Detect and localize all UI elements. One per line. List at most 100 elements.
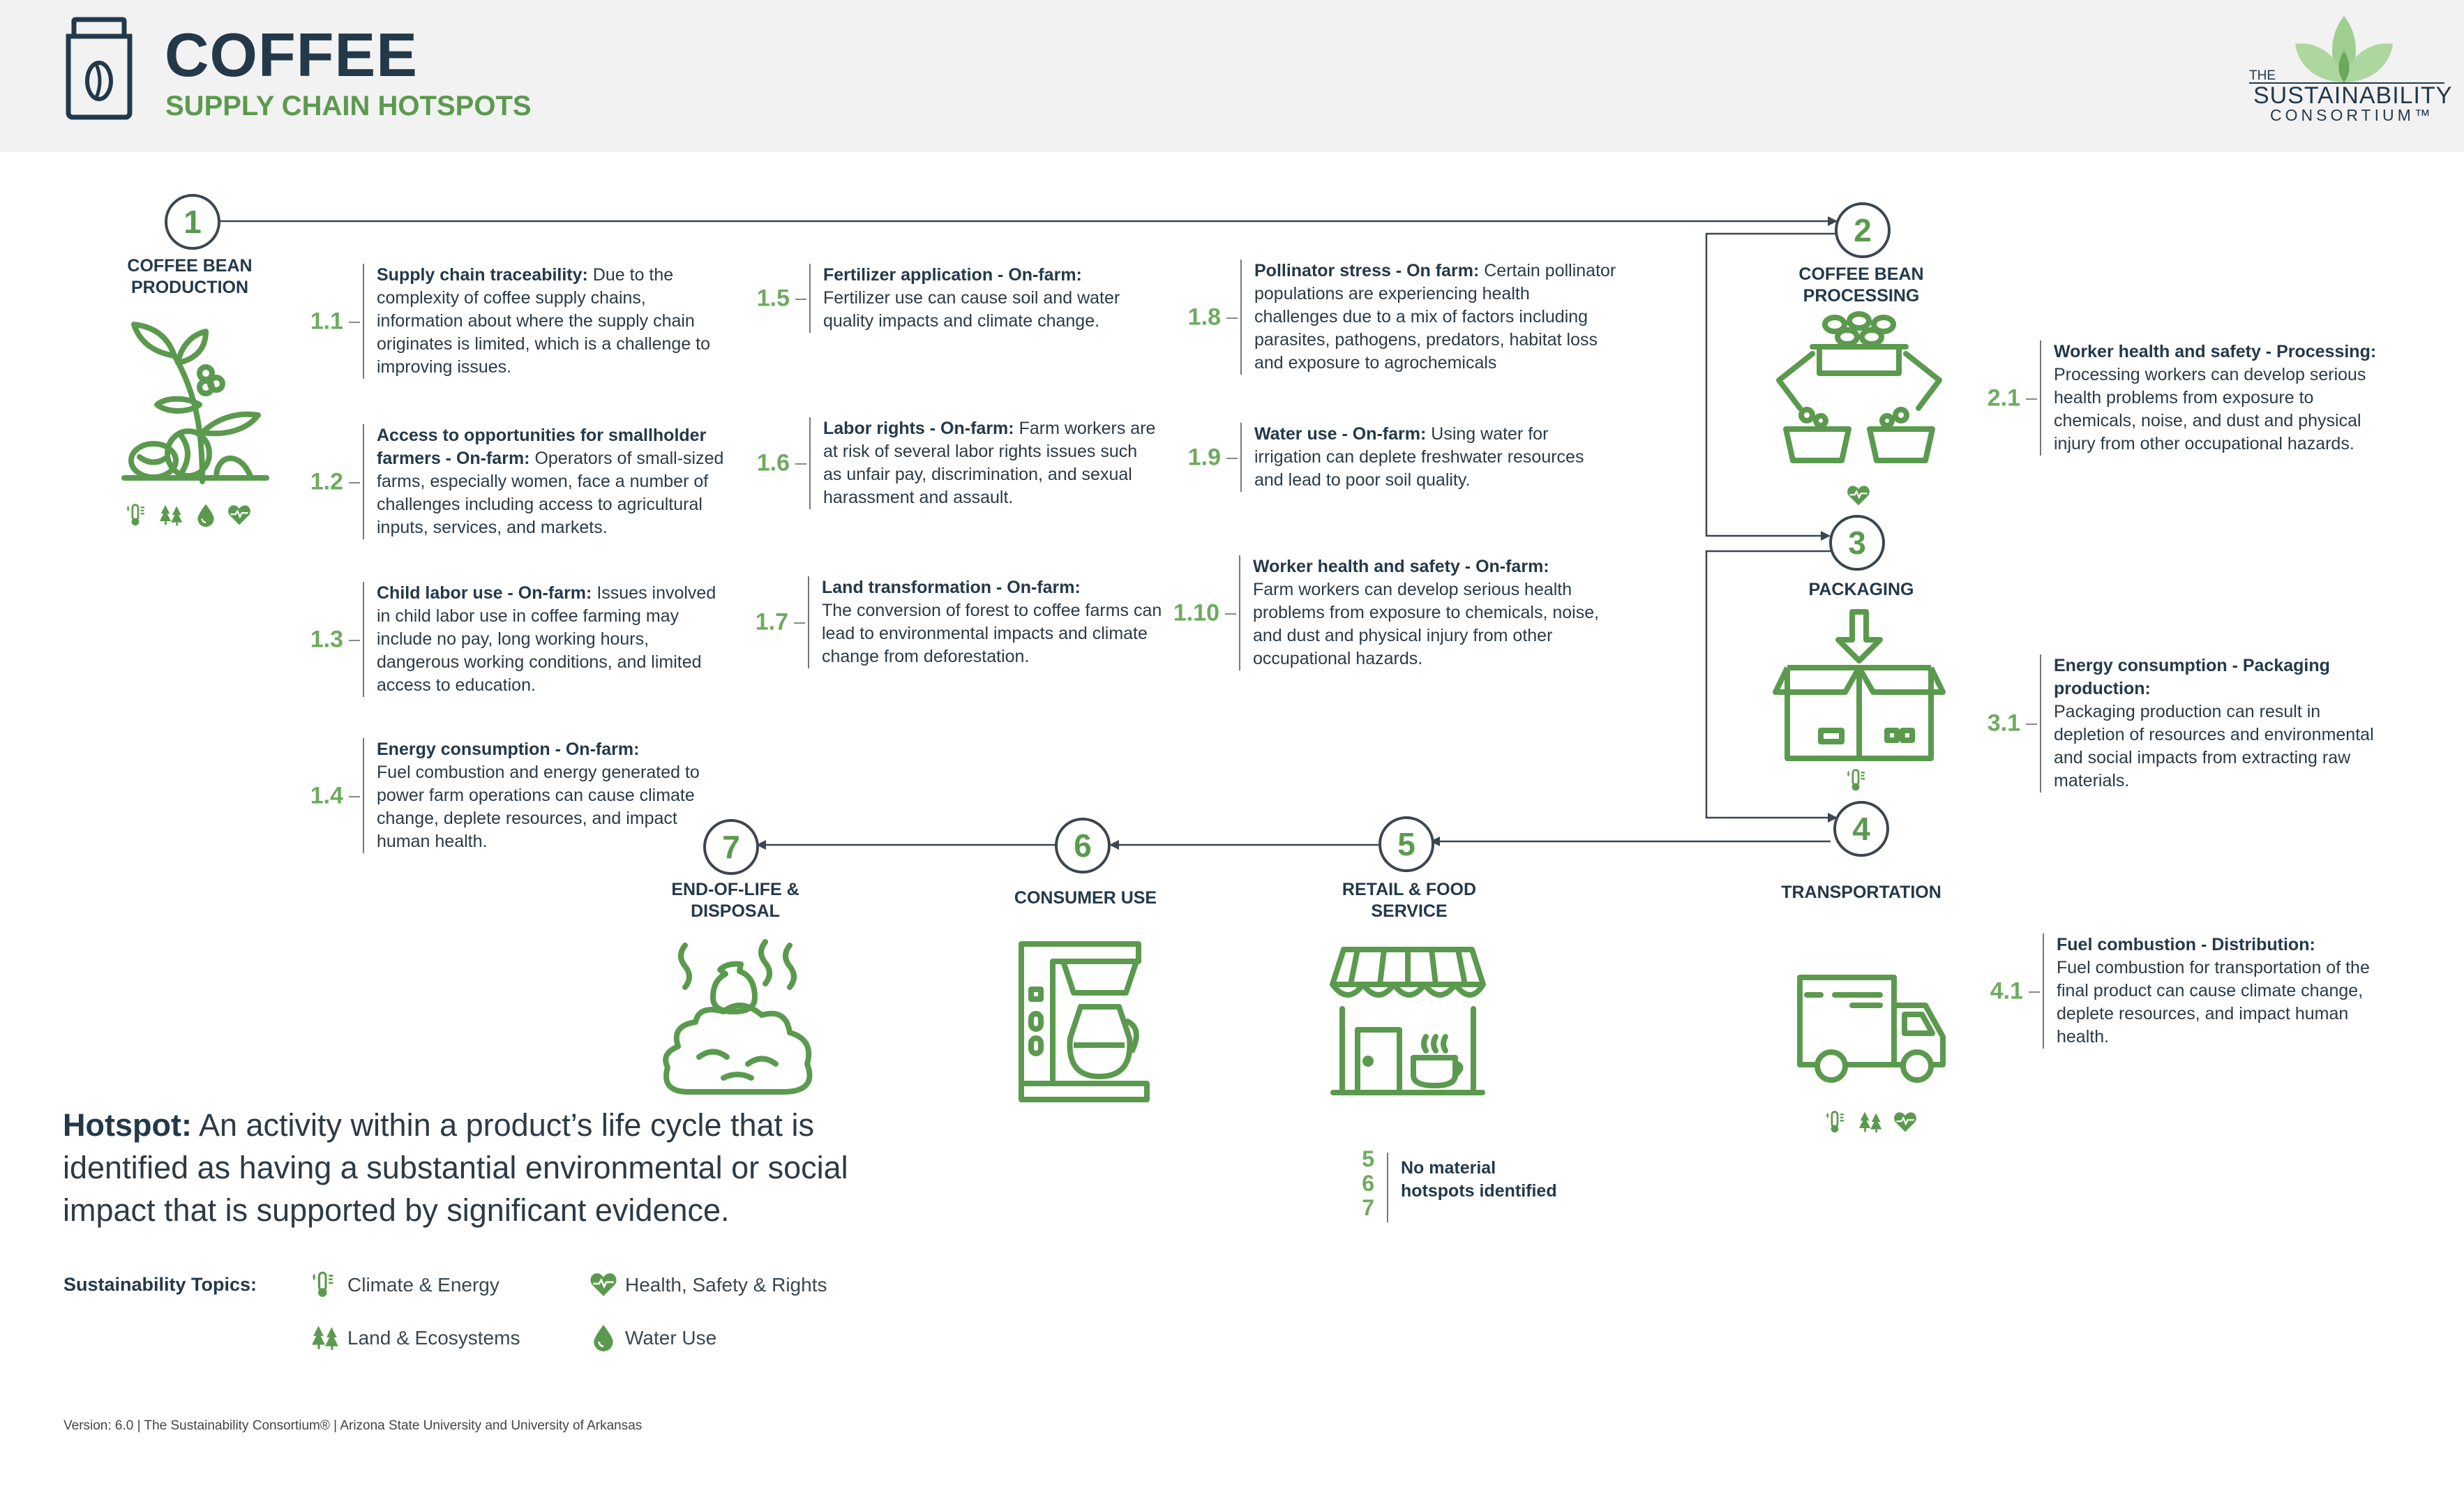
definition-term: Hotspot: (63, 1107, 192, 1143)
hotspot-title: Worker health and safety - On-farm: (1253, 557, 1549, 576)
hotspot-number: 1.8 (1187, 303, 1221, 330)
hotspot-body: Pollinator stress - On farm: Certain pol… (1240, 260, 1617, 375)
hotspot-tick (2029, 991, 2040, 993)
legend-climate-energy: Climate & Energy (347, 1274, 499, 1296)
hotspot-1-8: 1.8 Pollinator stress - On farm: Certain… (1188, 260, 1617, 375)
no-material-line2: hotspots identified (1401, 1181, 1557, 1201)
logo-main-text: SUSTAINABILITY (2253, 82, 2453, 109)
hotspot-tick (349, 321, 360, 323)
stage-number-6: 6 (1362, 1171, 1374, 1196)
hotspot-title: Water use - On-farm: (1254, 424, 1427, 444)
no-material-divider (1387, 1153, 1388, 1222)
stage-5-number: 5 (1379, 816, 1434, 872)
sustainability-topics-label: Sustainability Topics: (63, 1274, 257, 1295)
hotspot-title: Land transformation - On-farm: (822, 578, 1081, 597)
stage-2-label: COFFEE BEAN PROCESSING (1778, 264, 1945, 307)
hotspot-text: Operators of small-sized farms, especial… (377, 449, 724, 537)
legend-land-ecosystems: Land & Ecosystems (347, 1327, 520, 1349)
water-use-icon (589, 1323, 618, 1352)
delivery-truck-icon (1797, 975, 1946, 1083)
stage-7-label-line1: END-OF-LIFE & (671, 880, 799, 899)
hotspot-text: Due to the complexity of coffee supply c… (377, 265, 711, 377)
hotspot-tick (349, 481, 360, 483)
hotspot-body: Child labor use - On-farm: Issues involv… (363, 582, 733, 697)
hotspot-title: Fuel combustion - Distribution: (2057, 935, 2315, 954)
stage-7-label: END-OF-LIFE & DISPOSAL (652, 879, 819, 922)
hotspot-body: Supply chain traceability: Due to the co… (363, 264, 726, 379)
hotspot-tick (794, 622, 805, 624)
legend-water-use-label: Water Use (625, 1327, 717, 1349)
stage-5-label-line1: RETAIL & FOOD (1342, 880, 1477, 899)
legend-land-ecosystems-label: Land & Ecosystems (347, 1327, 520, 1349)
stage-7-label-line2: DISPOSAL (691, 901, 780, 921)
packaging-box-icon (1773, 609, 1946, 761)
hotspot-body: Land transformation - On-farm:The conver… (808, 576, 1164, 668)
hotspot-body: Fertilizer application - On-farm:Fertili… (809, 264, 1158, 333)
health-safety-icon (589, 1270, 618, 1299)
header-band (0, 0, 2464, 152)
stage-1-label-line1: COFFEE BEAN (127, 256, 253, 276)
hotspot-number: 1.2 (310, 468, 343, 495)
hotspot-number: 3.1 (1987, 710, 2020, 737)
hotspot-title: Supply chain traceability: (377, 265, 588, 285)
hotspot-tick (2026, 398, 2037, 400)
hotspot-1-6: 1.6 Labor rights - On-farm: Farm workers… (757, 417, 1158, 509)
hotspot-tick (1226, 457, 1238, 459)
coffee-bag-icon (66, 17, 133, 120)
hotspot-body: Fuel combustion - Distribution: Fuel comb… (2043, 933, 2398, 1049)
hotspot-title: Fertilizer application - On-farm: (823, 265, 1082, 285)
hotspot-1-2: 1.2 Access to opportunities for smallhol… (310, 424, 726, 539)
bean-processing-icon (1776, 311, 1942, 463)
stage-4-label: TRANSPORTATION (1781, 883, 1941, 902)
stage-1-label-line2: PRODUCTION (130, 278, 249, 297)
waste-disposal-icon (663, 939, 813, 1095)
health-safety-icon (227, 502, 252, 527)
logo-sub-text: CONSORTIUM™ (2270, 106, 2434, 124)
hotspot-3-1: 3.1 Energy consumption - Packaging produ… (1988, 654, 2396, 793)
land-ecosystems-icon (1858, 1109, 1884, 1134)
hotspot-tick (349, 795, 360, 797)
sustainability-consortium-logo: THE SUSTAINABILITY CONSORTIUM™ (2239, 13, 2453, 131)
hotspot-number: 1.7 (755, 608, 788, 636)
land-ecosystems-icon (311, 1323, 340, 1352)
health-safety-icon (1893, 1109, 1918, 1134)
hotspot-text: Fuel combustion for transportation of th… (2057, 958, 2370, 1047)
coffee-maker-icon (1019, 941, 1150, 1102)
hotspot-1-7: 1.7 Land transformation - On-farm:The co… (756, 576, 1164, 668)
hotspot-number: 4.1 (1990, 977, 2023, 1004)
hotspot-title: Worker health and safety - Processing: (2054, 342, 2377, 361)
legend-water-use: Water Use (625, 1327, 716, 1349)
hotspot-number: 1.10 (1173, 599, 1219, 626)
stage-number-7: 7 (1362, 1195, 1374, 1220)
stage-1-label: COFFEE BEAN PRODUCTION (106, 255, 273, 299)
stage-4-topic-icons (1825, 1109, 1923, 1138)
hotspot-title: Access to opportunities for smallholder … (377, 426, 707, 468)
stage-3-number: 3 (1829, 515, 1885, 571)
hotspot-title: Child labor use - On-farm: (377, 583, 592, 603)
stage-2-label-line1: COFFEE BEAN (1798, 264, 1924, 284)
hotspot-2-1: 2.1 Worker health and safety - Processin… (1988, 340, 2396, 456)
hotspot-tick (1226, 317, 1238, 319)
definition-text: An activity within a product’s life cycl… (63, 1107, 848, 1228)
hotspot-title: Energy consumption - Packaging productio… (2054, 656, 2330, 698)
climate-energy-icon (311, 1270, 340, 1299)
hotspot-text: Using water for irrigation can deplete f… (1254, 424, 1584, 490)
hotspot-number: 1.6 (756, 449, 790, 477)
hotspot-number: 1.5 (756, 285, 790, 311)
hotspot-body: Energy consumption - On-farm:Fuel combus… (363, 738, 726, 853)
hotspot-body: Worker health and safety - Processing: P… (2040, 340, 2396, 456)
stage-6-number: 6 (1055, 818, 1111, 873)
hotspot-body: Worker health and safety - On-farm:Farm … (1239, 555, 1602, 670)
hotspot-number: 1.4 (310, 782, 343, 809)
legend-climate-energy-label: Climate & Energy (347, 1274, 499, 1296)
stage-5-label: RETAIL & FOOD SERVICE (1325, 879, 1493, 922)
hotspot-number: 1.1 (310, 308, 343, 334)
stage-7-number: 7 (703, 819, 759, 875)
hotspot-text: Packaging production can result in deple… (2054, 702, 2374, 790)
hotspot-number: 1.9 (1187, 444, 1221, 470)
hotspot-1-3: 1.3 Child labor use - On-farm: Issues in… (310, 582, 733, 697)
hotspot-title: Labor rights - On-farm: (823, 419, 1014, 438)
hotspot-text: Issues involved in child labor use in co… (377, 583, 716, 695)
cafe-storefront-icon (1330, 947, 1486, 1095)
